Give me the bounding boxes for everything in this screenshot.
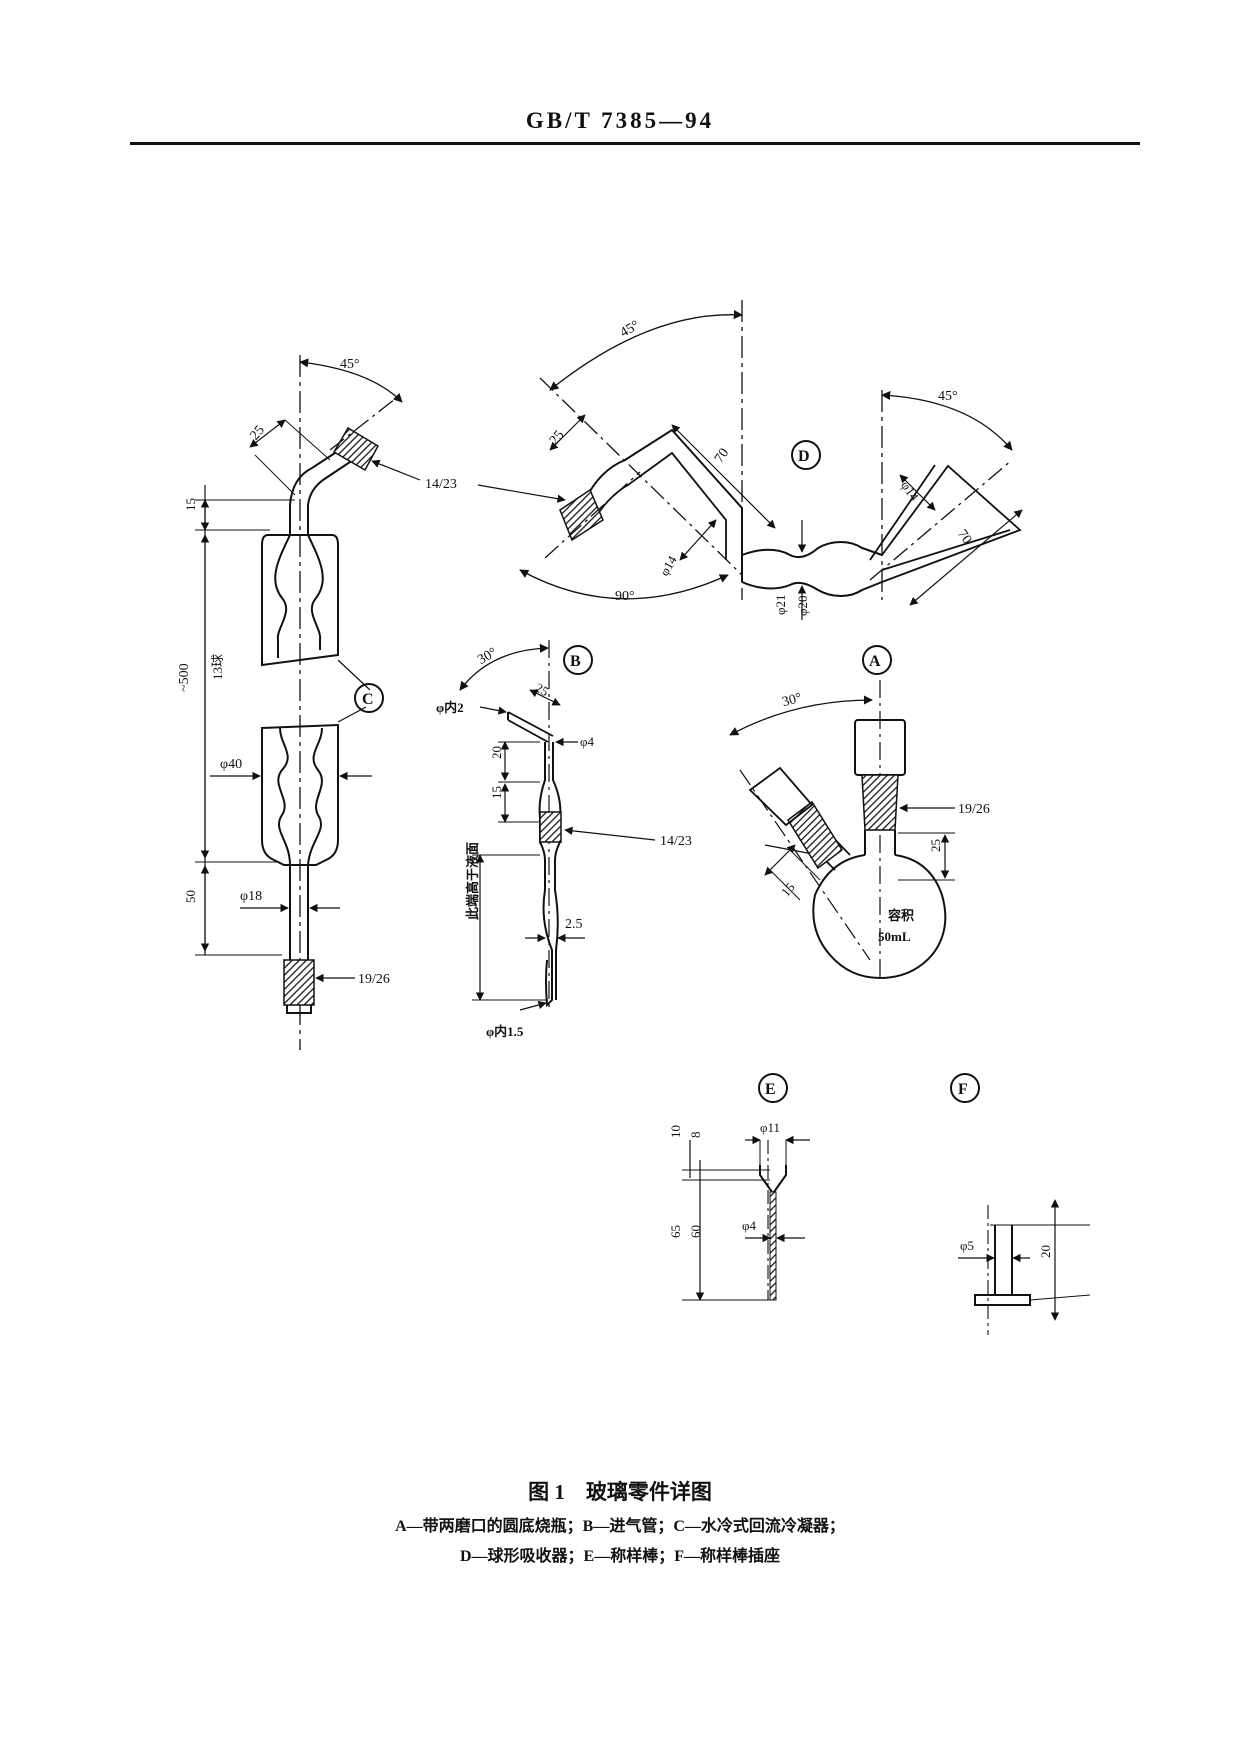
joint-1423-mid-label: 14/23 bbox=[660, 834, 692, 849]
e-65-label: 65 bbox=[668, 1225, 683, 1238]
b-phi-in15-label: φ内1.5 bbox=[486, 1024, 524, 1039]
d-phi20-label: φ20 bbox=[795, 595, 810, 616]
f-phi5-label: φ5 bbox=[960, 1238, 974, 1253]
part-d-absorber: 45° 45° 25 70 φ14 90° φ21 φ20 φ14 70 D bbox=[519, 300, 1023, 620]
figure-legend-line2: D—球形吸收器；E—称样棒；F—称样棒插座 bbox=[459, 1548, 780, 1565]
label-c: C bbox=[362, 691, 374, 708]
a-1926-label: 19/26 bbox=[958, 802, 990, 817]
e-10-label: 10 bbox=[668, 1125, 683, 1138]
label-f: F bbox=[958, 1081, 968, 1098]
part-e-sample-rod: E φ11 8 10 65 60 φ4 bbox=[668, 1073, 810, 1301]
a-25-label: 25 bbox=[928, 839, 943, 852]
e-phi4-label: φ4 bbox=[742, 1218, 757, 1233]
b-vert-label: 此端高于液面 bbox=[465, 842, 480, 920]
part-f-rod-holder: F 20 φ5 bbox=[950, 1073, 1091, 1335]
figure-title: 图 1 玻璃零件详图 bbox=[528, 1480, 712, 1504]
d-70a-label: 70 bbox=[712, 446, 732, 466]
header-rule bbox=[130, 142, 1140, 145]
c-angle-label: 45° bbox=[340, 357, 360, 372]
e-60-label: 60 bbox=[688, 1225, 703, 1238]
part-c-condenser: 45° 25 15 ~500 13球 50 bbox=[177, 355, 403, 1050]
b-25-label: 25 bbox=[533, 680, 552, 699]
d-phi21-label: φ21 bbox=[773, 594, 788, 615]
c-50-label: 50 bbox=[183, 890, 198, 903]
c-15-label: 15 bbox=[183, 498, 198, 511]
e-phi11-label: φ11 bbox=[760, 1120, 780, 1135]
d-25-label: 25 bbox=[547, 428, 567, 448]
a-vol1-label: 容积 bbox=[887, 908, 914, 923]
label-e: E bbox=[765, 1081, 776, 1098]
part-a-flask: A 30° 19/26 25 15 容积 50mL bbox=[729, 645, 990, 980]
label-b: B bbox=[570, 653, 581, 670]
part-b-inlet-tube: B 30° 25 φ内2 φ4 20 15 14/23 此端高于液 bbox=[436, 640, 819, 1039]
c-500-label: ~500 bbox=[177, 663, 192, 692]
d-phi14b-label: φ14 bbox=[898, 478, 922, 504]
b-phi4-label: φ4 bbox=[580, 734, 595, 749]
label-a: A bbox=[869, 653, 881, 670]
f-20-label: 20 bbox=[1038, 1245, 1053, 1258]
b-25b-label: 2.5 bbox=[565, 917, 583, 932]
b-20-label: 20 bbox=[489, 746, 504, 759]
d-angle-left-label: 45° bbox=[618, 318, 642, 341]
d-70b-label: 70 bbox=[954, 527, 974, 547]
joint-1423-top-callout: 14/23 bbox=[371, 459, 566, 503]
c-1926-label: 19/26 bbox=[358, 972, 390, 987]
a-vol2-label: 50mL bbox=[878, 929, 911, 944]
b-phi-in2-label: φ内2 bbox=[436, 700, 464, 715]
d-phi14a-label: φ14 bbox=[656, 553, 679, 579]
c-13-label: 13球 bbox=[210, 654, 225, 680]
c-25-label: 25 bbox=[247, 423, 267, 443]
b-15-label: 15 bbox=[489, 786, 504, 799]
svg-text:14/23: 14/23 bbox=[425, 477, 457, 492]
a-30-label: 30° bbox=[781, 691, 804, 711]
e-8-label: 8 bbox=[688, 1132, 703, 1139]
figure-legend-line1: A—带两磨口的圆底烧瓶；B—进气管；C—水冷式回流冷凝器； bbox=[395, 1518, 845, 1535]
d-angle-right-label: 45° bbox=[938, 389, 958, 404]
label-d: D bbox=[798, 448, 810, 465]
a-15-label: 15 bbox=[778, 880, 798, 900]
d-90-label: 90° bbox=[615, 589, 635, 604]
c-phi40-label: φ40 bbox=[220, 757, 242, 772]
b-30-label: 30° bbox=[475, 645, 499, 668]
standard-code: GB/T 7385—94 bbox=[525, 108, 715, 133]
c-phi18-label: φ18 bbox=[240, 889, 262, 904]
